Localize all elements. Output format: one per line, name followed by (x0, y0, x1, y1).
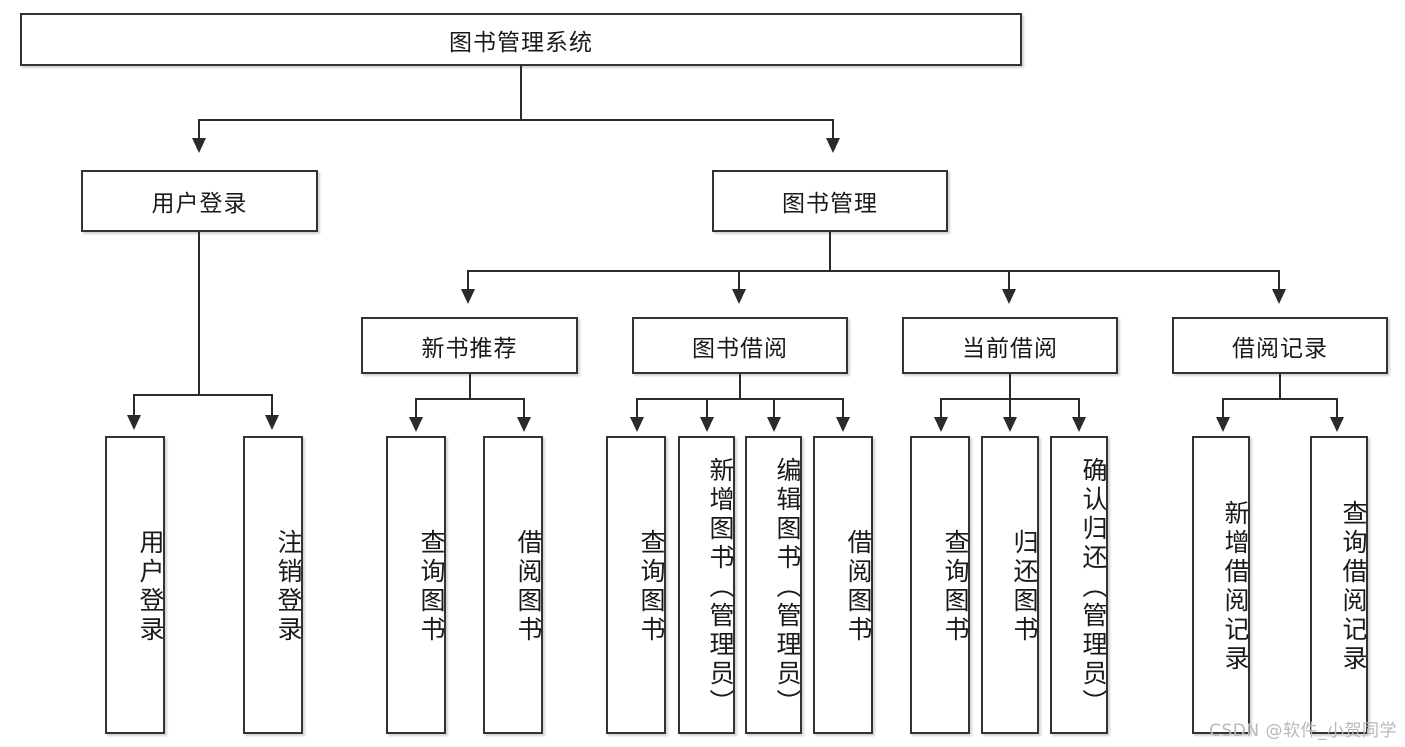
leaf-node-query-borrow-record[interactable]: 查询借阅记录 (1310, 436, 1368, 734)
node-label: 用户登录 (151, 191, 248, 217)
arrow-to-leaf-logout (265, 415, 279, 430)
arrow-to-borrow-record (1272, 289, 1286, 304)
connector-new-book-drop-2 (523, 398, 525, 420)
arrow-to-leaf-edit-book (767, 417, 781, 432)
connector-current-borrow-drop-2 (1009, 398, 1011, 420)
node-current-borrow[interactable]: 当前借阅 (902, 317, 1118, 374)
node-book-borrow[interactable]: 图书借阅 (632, 317, 848, 374)
leaf-node-query-book-recommend[interactable]: 查询图书 (386, 436, 446, 734)
leaf-node-user-login[interactable]: 用户登录 (105, 436, 165, 734)
node-label: 图书管理系统 (449, 29, 593, 56)
arrow-to-leaf-user-login (127, 415, 141, 430)
arrow-to-leaf-query-book-2 (630, 417, 644, 432)
connector-book-management-stem (829, 232, 831, 272)
node-label: 查询图书 (637, 529, 666, 645)
node-label: 借阅图书 (514, 529, 543, 645)
node-label: 新增图书（管理员） (706, 456, 735, 718)
arrow-to-leaf-query-book-1 (409, 417, 423, 432)
connector-level2-drop-2 (832, 119, 834, 141)
connector-borrow-record-bus (1222, 398, 1338, 400)
connector-root-stem (520, 66, 522, 119)
connector-book-borrow-bus (636, 398, 844, 400)
node-label: 借阅图书 (844, 529, 873, 645)
connector-current-borrow-drop-3 (1078, 398, 1080, 420)
node-label: 借阅记录 (1232, 335, 1328, 362)
arrow-to-leaf-borrow-book-1 (517, 417, 531, 432)
arrow-to-user-login (192, 138, 206, 153)
arrow-to-book-management (826, 138, 840, 153)
connector-level3-drop-1 (467, 270, 469, 292)
leaf-node-borrow-book-recommend[interactable]: 借阅图书 (483, 436, 543, 734)
connector-book-borrow-drop-1 (636, 398, 638, 420)
connector-user-login-drop-1 (133, 394, 135, 418)
arrow-to-new-book-recommend (461, 289, 475, 304)
connector-level3-bus (467, 270, 1279, 272)
connector-book-borrow-drop-3 (773, 398, 775, 420)
arrow-to-leaf-add-book (700, 417, 714, 432)
connector-book-borrow-stem (739, 374, 741, 400)
node-label: 查询借阅记录 (1339, 500, 1368, 674)
node-label: 查询图书 (941, 529, 970, 645)
connector-book-borrow-drop-2 (706, 398, 708, 420)
leaf-node-return-book[interactable]: 归还图书 (981, 436, 1039, 734)
node-book-management[interactable]: 图书管理 (712, 170, 948, 232)
node-root-book-management-system[interactable]: 图书管理系统 (20, 13, 1022, 66)
arrow-to-book-borrow (732, 289, 746, 304)
leaf-node-logout[interactable]: 注销登录 (243, 436, 303, 734)
connector-new-book-bus (415, 398, 525, 400)
leaf-node-query-book-borrow[interactable]: 查询图书 (606, 436, 666, 734)
connector-level3-drop-4 (1278, 270, 1280, 292)
node-label: 编辑图书（管理员） (773, 456, 802, 718)
connector-new-book-drop-1 (415, 398, 417, 420)
node-label: 用户登录 (136, 529, 165, 645)
connector-level3-drop-3 (1008, 270, 1010, 292)
node-label: 当前借阅 (962, 335, 1058, 362)
node-label: 注销登录 (274, 529, 303, 645)
connector-user-login-drop-2 (271, 394, 273, 418)
connector-level2-bus (198, 119, 834, 121)
arrow-to-leaf-query-record (1330, 417, 1344, 432)
arrow-to-leaf-return-book (1003, 417, 1017, 432)
node-label: 确认归还（管理员） (1079, 456, 1108, 718)
connector-level3-drop-2 (738, 270, 740, 292)
leaf-node-confirm-return-admin[interactable]: 确认归还（管理员） (1050, 436, 1108, 734)
connector-borrow-record-stem (1279, 374, 1281, 400)
node-label: 图书管理 (782, 191, 878, 217)
node-user-login[interactable]: 用户登录 (81, 170, 318, 232)
connector-level2-drop-1 (198, 119, 200, 141)
node-label: 查询图书 (417, 529, 446, 645)
arrow-to-current-borrow (1002, 289, 1016, 304)
arrow-to-leaf-add-record (1216, 417, 1230, 432)
arrow-to-leaf-confirm-return (1072, 417, 1086, 432)
connector-current-borrow-drop-1 (940, 398, 942, 420)
connector-current-borrow-stem (1009, 374, 1011, 400)
node-label: 归还图书 (1010, 529, 1039, 645)
connector-borrow-record-drop-2 (1336, 398, 1338, 420)
node-label: 图书借阅 (692, 335, 788, 362)
leaf-node-query-book-current[interactable]: 查询图书 (910, 436, 970, 734)
node-label: 新增借阅记录 (1221, 500, 1250, 674)
watermark-text: CSDN @软件_小贺同学 (1209, 721, 1397, 741)
connector-new-book-stem (469, 374, 471, 400)
arrow-to-leaf-borrow-book-2 (836, 417, 850, 432)
connector-user-login-stem (198, 232, 200, 396)
connector-book-borrow-drop-4 (842, 398, 844, 420)
leaf-node-borrow-book[interactable]: 借阅图书 (813, 436, 873, 734)
leaf-node-edit-book-admin[interactable]: 编辑图书（管理员） (745, 436, 802, 734)
node-new-book-recommend[interactable]: 新书推荐 (361, 317, 578, 374)
connector-user-login-bus (133, 394, 273, 396)
arrow-to-leaf-query-book-3 (934, 417, 948, 432)
connector-borrow-record-drop-1 (1222, 398, 1224, 420)
leaf-node-add-book-admin[interactable]: 新增图书（管理员） (678, 436, 735, 734)
leaf-node-add-borrow-record[interactable]: 新增借阅记录 (1192, 436, 1250, 734)
node-borrow-record[interactable]: 借阅记录 (1172, 317, 1388, 374)
node-label: 新书推荐 (421, 335, 518, 362)
